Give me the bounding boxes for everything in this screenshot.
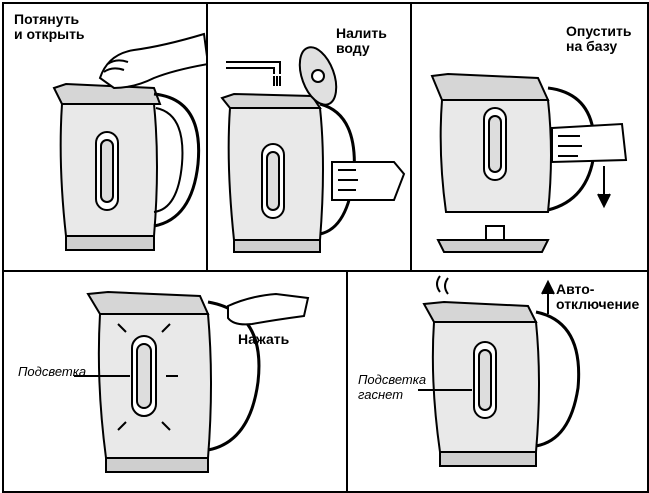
kettle-onto-base-illustration (430, 72, 628, 253)
step-4-indicator-label: Подсветка (18, 364, 87, 379)
kettle-press-switch-illustration (74, 290, 310, 473)
step-4-label: Нажать (238, 331, 290, 347)
step-1-label: Потянуть и открыть (14, 11, 85, 42)
step-1-panel: Потянуть и открыть (2, 2, 208, 272)
kettle-open-lid-illustration (52, 32, 206, 251)
kettle-auto-off-illustration (418, 275, 581, 467)
kettle-fill-water-illustration (220, 46, 406, 253)
step-5-indicator-label: Подсветка гаснет (358, 372, 427, 402)
step-5-label: Авто- отключение (556, 281, 640, 312)
step-3-panel: Опустить на базу (410, 2, 649, 272)
step-4-panel: Нажать Подсветка (2, 270, 348, 493)
step-2-panel: Налить воду (206, 2, 412, 272)
step-5-panel: Авто- отключение Подсветка гаснет (346, 270, 649, 493)
step-3-label: Опустить на базу (566, 23, 632, 54)
step-2-label: Налить воду (336, 25, 387, 56)
